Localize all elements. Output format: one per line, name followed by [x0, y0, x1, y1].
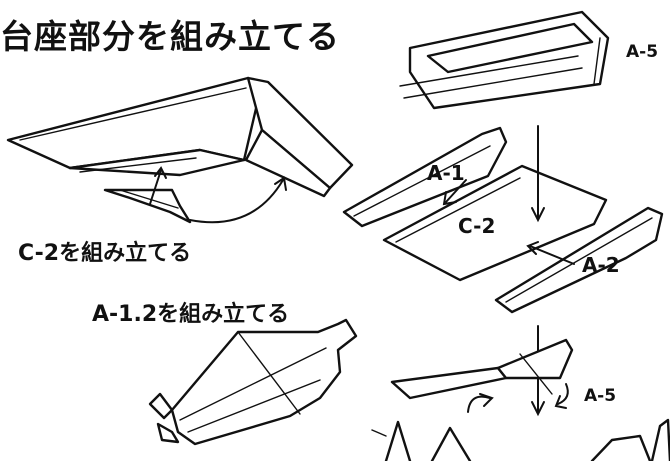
- part-label-a1: A-1: [427, 161, 465, 185]
- step-label-a12: A-1.2を組み立てる: [92, 302, 290, 327]
- part-label-a5-top: A-5: [626, 42, 659, 62]
- part-a2-slat: [494, 206, 664, 314]
- part-label-a5-bottom: A-5: [584, 386, 617, 406]
- c2-folded-piece: [6, 76, 354, 224]
- assembly-arrows: [442, 125, 575, 417]
- page-title: 台座部分を組み立てる: [0, 17, 340, 56]
- part-c2-plate: [382, 164, 608, 282]
- part-label-c2: C-2: [458, 214, 496, 238]
- assembled-pedestal: [371, 338, 670, 461]
- step-label-c2: C-2を組み立てる: [18, 241, 192, 266]
- c2-fold-arrows: [149, 166, 287, 224]
- part-a5-box: [399, 10, 610, 110]
- part-label-a2: A-2: [582, 253, 620, 277]
- a12-assembled-piece: [148, 318, 358, 446]
- part-a1-slat: [342, 126, 508, 228]
